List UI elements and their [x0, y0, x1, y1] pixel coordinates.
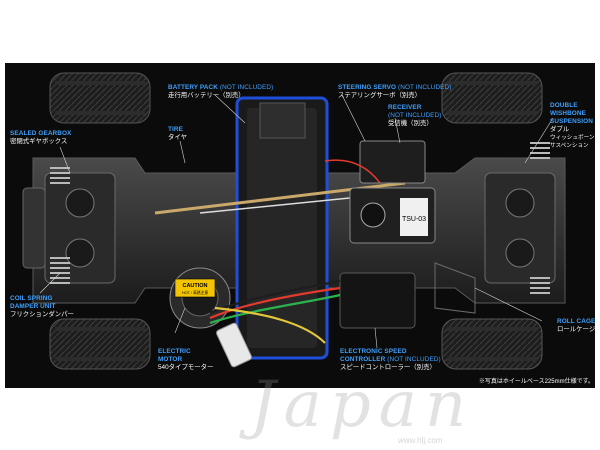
chassis-illustration: TSU-03 CAUTION HOT / 高熱注意 — [5, 63, 595, 388]
tire-front-left — [49, 72, 151, 124]
label-sealed-gearbox: SEALED GEARBOX 密閉式ギヤボックス — [10, 130, 72, 145]
coil-spring-damper — [50, 167, 70, 284]
caution-sub: HOT / 高熱注意 — [182, 290, 209, 295]
watermark-url: www.hlj.com — [398, 436, 443, 445]
label-esc: ELECTRONIC SPEED CONTROLLER (NOT INCLUDE… — [340, 348, 441, 371]
wires — [209, 159, 381, 344]
label-roll-cage: ROLL CAGE ロールケージ — [557, 318, 596, 333]
esc-box — [339, 272, 416, 329]
tire-rear-right — [441, 318, 543, 370]
steering-servo: TSU-03 — [349, 187, 436, 244]
roll-cage — [434, 262, 476, 314]
label-double-wishbone: DOUBLE WISHBONE SUSPENSION ダブル ウィッシュボーン … — [550, 102, 595, 149]
receiver-box — [359, 140, 426, 184]
servo-label: TSU-03 — [402, 216, 426, 223]
label-tire: TIRE タイヤ — [168, 126, 187, 141]
rear-suspension — [484, 142, 556, 294]
leader-lines — [39, 94, 554, 349]
tire-front-right — [441, 72, 543, 124]
label-receiver: RECEIVER (NOT INCLUDED) 受信機（別売） — [388, 104, 442, 127]
caution-title: CAUTION — [182, 283, 207, 289]
caution-tag: CAUTION HOT / 高熱注意 — [174, 278, 216, 298]
label-electric-motor: ELECTRIC MOTOR 540タイプモーター — [158, 348, 214, 371]
label-coil-spring: COIL SPRING DAMPER UNIT フリクションダンパー — [10, 295, 74, 318]
sealed-gearbox — [22, 172, 116, 284]
label-battery-pack: BATTERY PACK (NOT INCLUDED) 走行用バッテリー（別売） — [168, 84, 274, 99]
label-steering-servo: STEERING SERVO (NOT INCLUDED) ステアリングサーボ（… — [338, 84, 452, 99]
watermark: Japan — [250, 368, 475, 442]
battery-tray — [235, 96, 329, 360]
battery-connector — [216, 322, 252, 368]
chassis-photo: TSU-03 CAUTION HOT / 高熱注意 — [5, 63, 595, 388]
wheelbase-footnote: ※写真はホイールベース225mm仕様です。 — [478, 379, 594, 385]
tire-rear-left — [49, 318, 151, 370]
